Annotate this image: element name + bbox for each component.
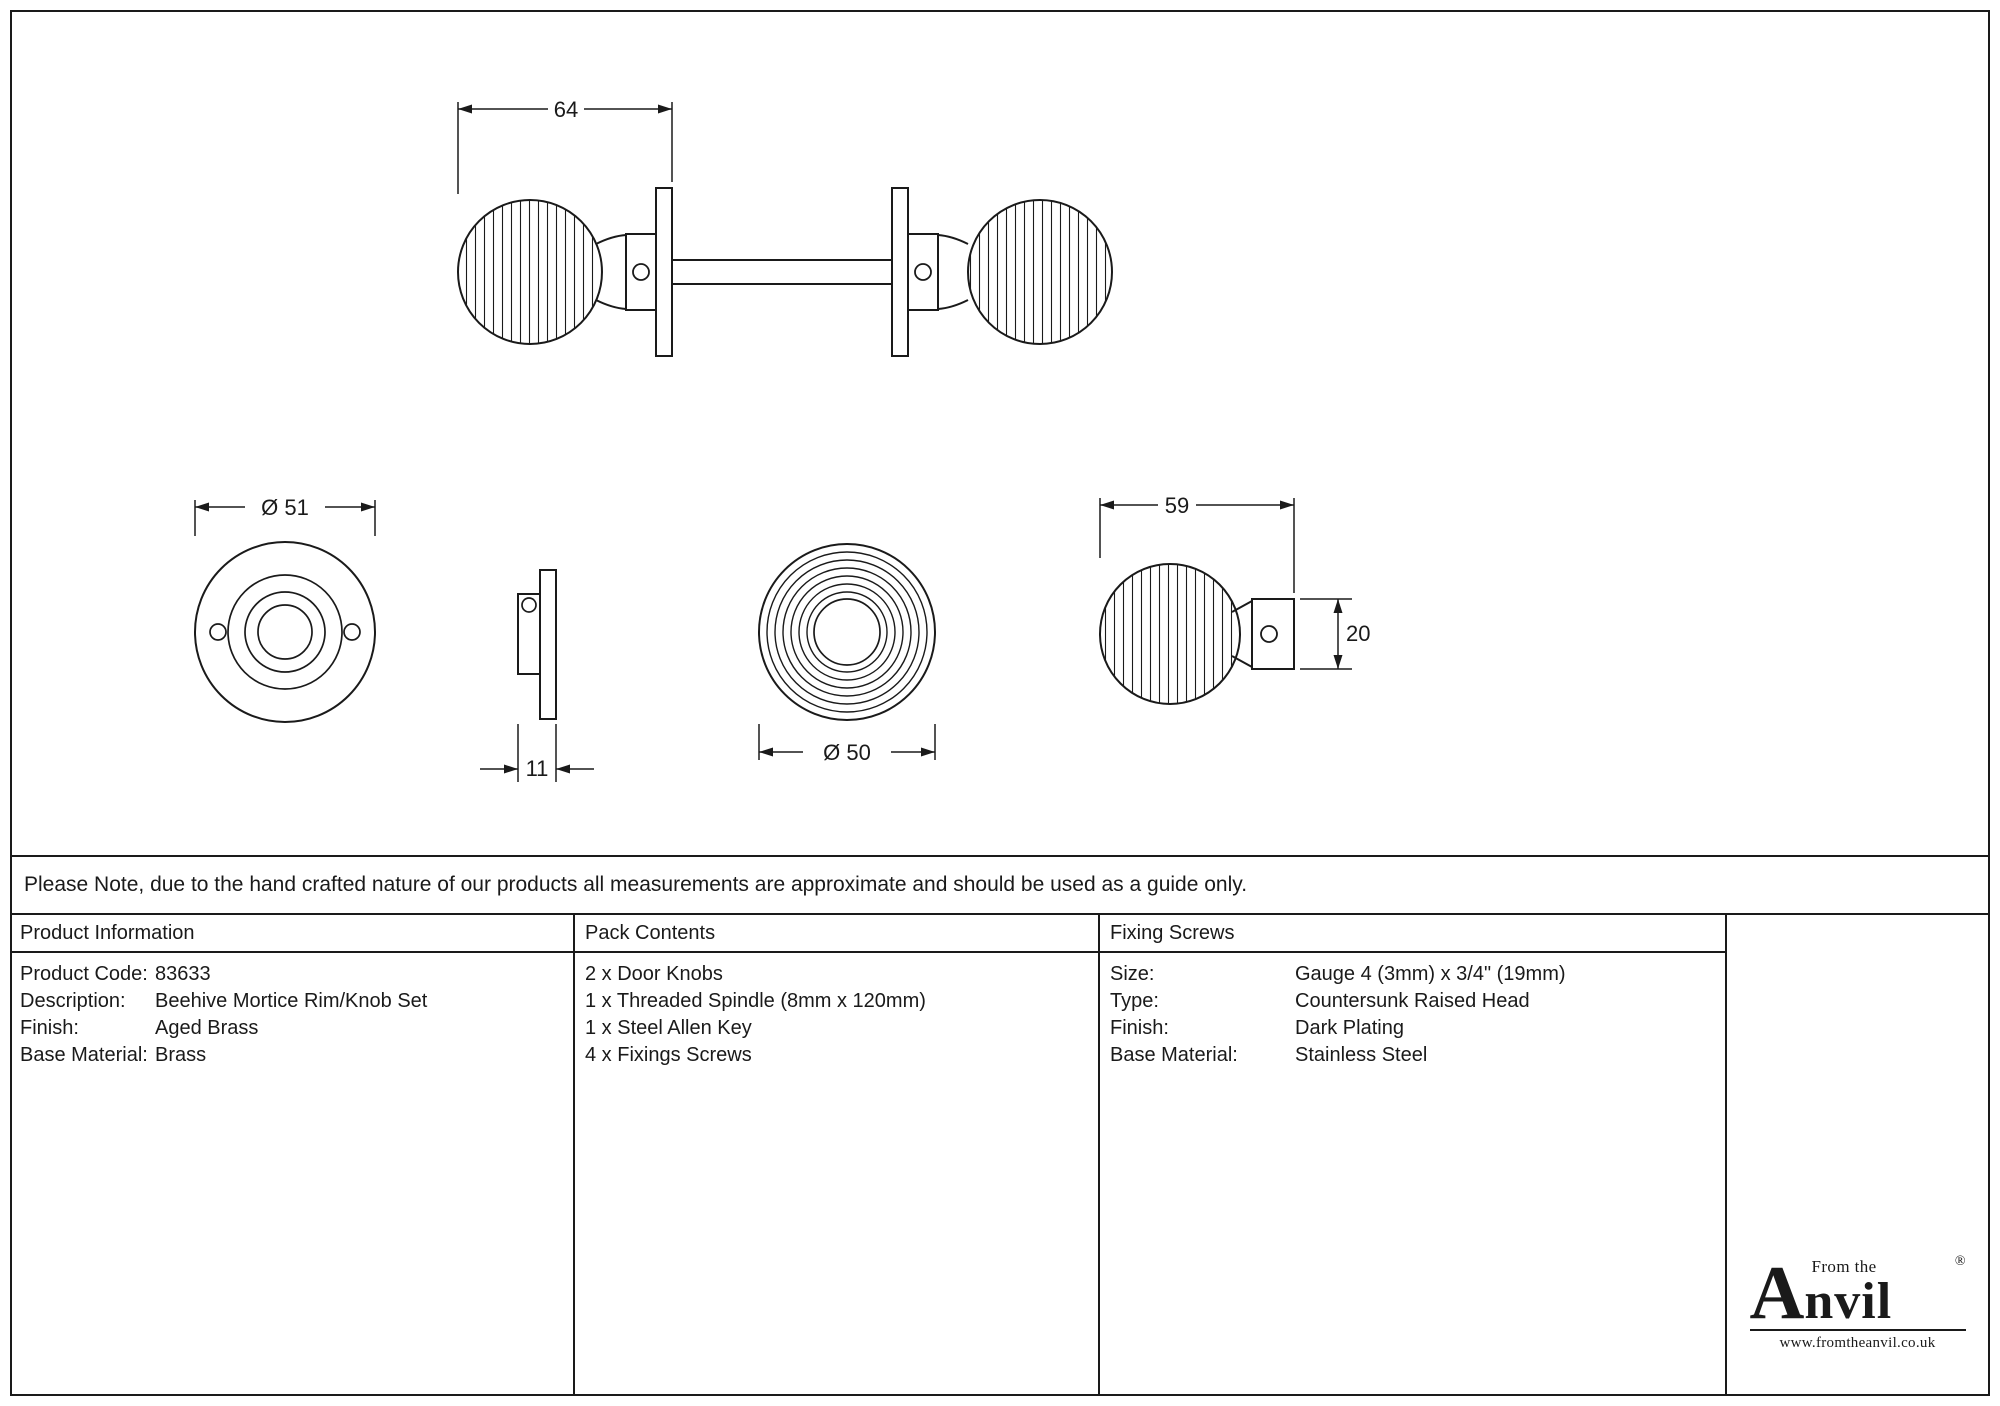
spec-value: 83633 (155, 963, 211, 985)
spec-value: Brass (155, 1044, 207, 1066)
spec-label: Base Material: (1110, 1044, 1238, 1066)
right-rose-plate (891, 187, 909, 357)
table-header-row: Product Information Pack Contents Fixing… (12, 915, 1725, 953)
right-knob (967, 199, 1113, 345)
dimension-label-collar-height: 20 (1346, 621, 1370, 646)
side-collar (1251, 598, 1295, 670)
registered-trademark-icon: ® (1954, 1254, 1966, 1269)
spindle (671, 259, 893, 285)
spec-value: Beehive Mortice Rim/Knob Set (155, 990, 428, 1012)
pack-contents-item: 4 x Fixings Screws (585, 1044, 752, 1066)
spec-row: Base Material: Brass (20, 1042, 573, 1069)
logo-divider (1749, 1329, 1966, 1331)
spec-label: Type: (1110, 990, 1159, 1012)
table-header-pack-contents: Pack Contents (575, 915, 1100, 951)
dimension-label-knob-diameter: Ø 50 (823, 740, 871, 765)
right-collar (907, 233, 939, 311)
sheet-frame: 64 (10, 10, 1990, 1396)
rose-screw-hole-left (209, 623, 227, 641)
spec-row: Size: Gauge 4 (3mm) x 3/4" (19mm) (1110, 961, 1725, 988)
knob-assembly-side-view (457, 187, 1113, 357)
spec-row: Base Material: Stainless Steel (1110, 1042, 1725, 1069)
right-grub-screw (914, 263, 932, 281)
left-grub-screw (632, 263, 650, 281)
table-header-fixing-screws: Fixing Screws (1110, 921, 1235, 944)
rose-side-view (517, 569, 557, 720)
product-information-cell: Product Code: 83633 Description: Beehive… (12, 953, 575, 1394)
pack-contents-item: 1 x Threaded Spindle (8mm x 120mm) (585, 990, 926, 1012)
pack-contents-item: 1 x Steel Allen Key (585, 1017, 752, 1039)
spec-value: Countersunk Raised Head (1295, 990, 1530, 1012)
left-neck (595, 234, 627, 245)
dimension-knob-side-width: 59 (1099, 493, 1295, 593)
spec-value: Dark Plating (1295, 1017, 1404, 1039)
left-collar (625, 233, 657, 311)
side-knob (1099, 563, 1241, 705)
dimension-collar-height: 20 (1300, 598, 1370, 670)
spec-label: Product Code: (20, 963, 148, 985)
spec-label: Base Material: (20, 1044, 148, 1066)
spec-label: Finish: (1110, 1017, 1169, 1039)
dimension-label-rose-depth: 11 (526, 756, 549, 781)
table-body: Product Code: 83633 Description: Beehive… (12, 953, 1725, 1394)
spec-row: Product Code: 83633 (20, 961, 573, 988)
dimension-rose-depth: 11 (480, 724, 594, 782)
dimension-rose-diameter: Ø 51 (194, 495, 376, 536)
spec-label: Finish: (20, 1017, 79, 1039)
side-neck (1231, 600, 1253, 613)
rose-side-screw-hole (521, 597, 537, 613)
drawing-area: 64 (12, 12, 1988, 855)
spec-label: Description: (20, 990, 126, 1012)
knob-front-view (758, 543, 936, 721)
fixing-screws-cell: Size: Gauge 4 (3mm) x 3/4" (19mm) Type: … (1100, 953, 1725, 1394)
left-knob (457, 199, 603, 345)
rose-screw-hole-right (343, 623, 361, 641)
dimension-knob-diameter: Ø 50 (758, 724, 936, 765)
dimension-label-64: 64 (554, 97, 578, 122)
rose-plate-edge (539, 569, 557, 720)
spec-row: Description: Beehive Mortice Rim/Knob Se… (20, 988, 573, 1015)
left-rose-plate (655, 187, 673, 357)
dimension-label-rose-diameter: Ø 51 (261, 495, 309, 520)
dimension-assembly-width: 64 (457, 97, 673, 194)
spec-value: Aged Brass (155, 1017, 259, 1039)
table-header-product-information: Product Information (12, 915, 575, 951)
pack-contents-cell: 2 x Door Knobs 1 x Threaded Spindle (8mm… (575, 953, 1100, 1394)
pack-contents-item: 2 x Door Knobs (585, 963, 723, 985)
logo-anvil-rest: nvil (1804, 1273, 1893, 1330)
rose-front-view (194, 541, 376, 723)
brand-logo: Anvil From the ® www.fromtheanvil.co.uk (1749, 1254, 1966, 1352)
spec-table: Product Information Pack Contents Fixing… (12, 913, 1988, 1394)
spec-label: Size: (1110, 963, 1155, 985)
logo-website-url: www.fromtheanvil.co.uk (1779, 1335, 1936, 1351)
logo-anvil-initial: A (1749, 1251, 1805, 1335)
right-neck (937, 234, 969, 245)
note-bar: Please Note, due to the hand crafted nat… (12, 855, 1988, 913)
spec-value: Stainless Steel (1295, 1044, 1428, 1066)
knob-side-view (1099, 563, 1295, 705)
dimension-label-knob-side-width: 59 (1165, 493, 1189, 518)
spec-row: Finish: Dark Plating (1110, 1015, 1725, 1042)
logo-cell: Anvil From the ® www.fromtheanvil.co.uk (1725, 915, 1988, 1394)
spec-value: Gauge 4 (3mm) x 3/4" (19mm) (1295, 963, 1566, 985)
rose-boss-edge (517, 593, 541, 675)
spec-row: Finish: Aged Brass (20, 1015, 573, 1042)
technical-drawing: 64 (194, 97, 1370, 782)
spec-row: Type: Countersunk Raised Head (1110, 988, 1725, 1015)
logo-wordmark: Anvil From the ® (1750, 1254, 1966, 1332)
note-text: Please Note, due to the hand crafted nat… (24, 873, 1248, 896)
logo-tagline: From the (1811, 1257, 1877, 1276)
side-grub-screw (1260, 625, 1278, 643)
